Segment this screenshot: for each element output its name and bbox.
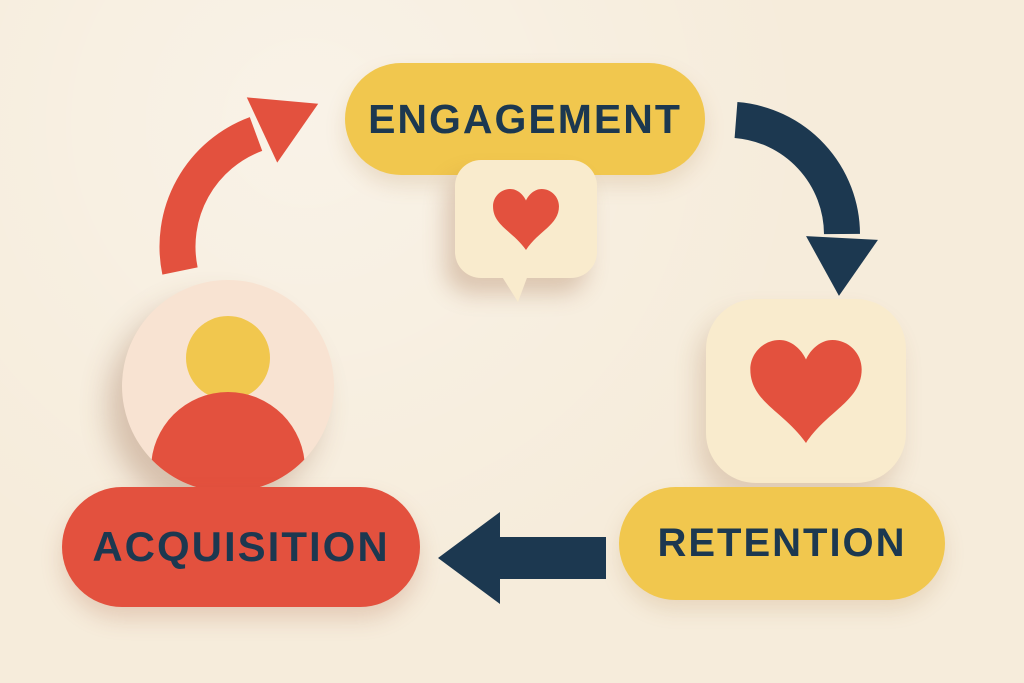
node-acquisition-label: ACQUISITION <box>92 523 390 570</box>
heart-card <box>706 299 906 483</box>
person-icon <box>122 280 334 492</box>
arrow-acquisition-to-engagement <box>146 86 336 281</box>
curved-arrow-icon <box>734 102 878 296</box>
heart-in-speech-bubble-icon <box>455 160 597 302</box>
arrow-retention-to-acquisition <box>438 512 606 604</box>
person-body <box>151 392 305 492</box>
arrow-engagement-to-retention <box>722 94 890 299</box>
heart-icon <box>750 339 862 443</box>
curved-arrow-icon <box>159 97 319 275</box>
node-engagement-label: ENGAGEMENT <box>368 95 682 142</box>
node-retention: RETENTION <box>619 487 945 600</box>
node-retention-label: RETENTION <box>657 521 907 565</box>
heart-icon <box>493 188 559 250</box>
node-acquisition: ACQUISITION <box>62 487 420 607</box>
person-head <box>186 316 270 400</box>
left-arrow-icon <box>438 512 606 604</box>
node-engagement: ENGAGEMENT <box>345 63 705 175</box>
